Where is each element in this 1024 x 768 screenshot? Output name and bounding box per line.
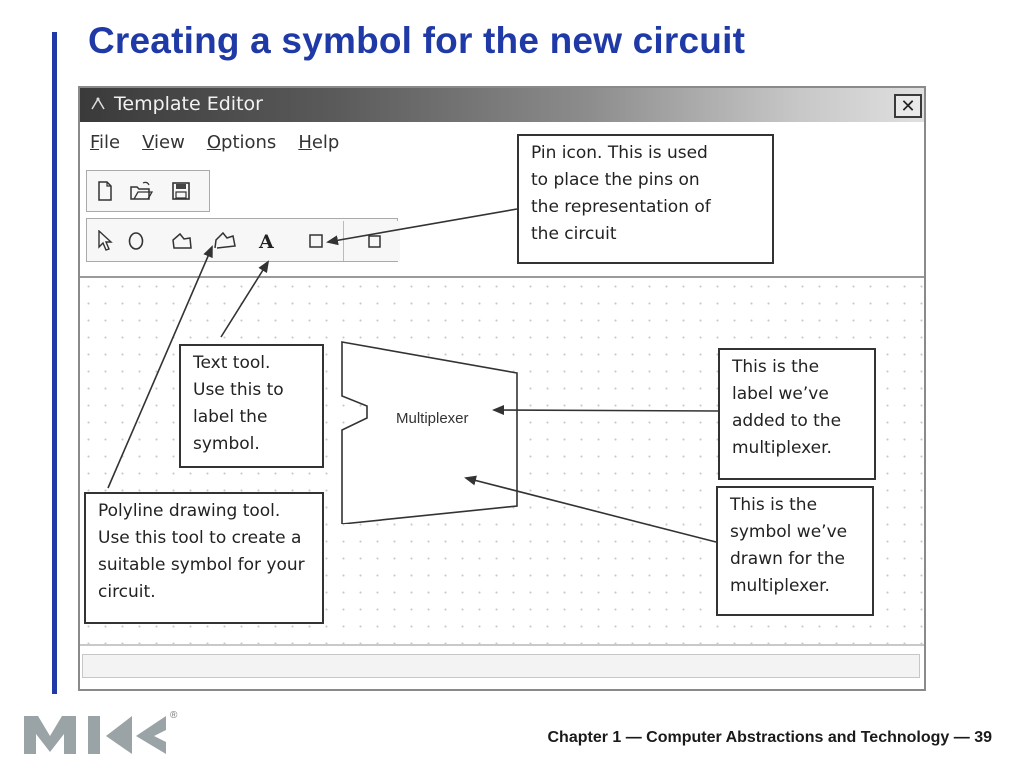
close-button[interactable]: ✕ <box>894 94 922 118</box>
select-arrow-icon[interactable] <box>97 230 113 252</box>
callout-text-tool: Text tool. Use this to label the symbol. <box>179 344 324 468</box>
callout-pin-line-1: Pin icon. This is used <box>531 143 708 163</box>
callout-symbol-line-2: symbol we’ve <box>730 522 848 542</box>
arrow-pin <box>326 208 518 246</box>
open-folder-icon[interactable] <box>129 181 153 201</box>
menu-help-label: elp <box>311 132 340 153</box>
menu-file-mnemonic: F <box>90 132 100 153</box>
app-icon <box>91 97 105 110</box>
menu-file-label: ile <box>99 132 121 153</box>
callout-pin-icon: Pin icon. This is used to place the pins… <box>517 134 774 264</box>
callout-polyline-line-4: circuit. <box>98 582 156 602</box>
arrow-label <box>492 405 719 416</box>
new-file-icon[interactable] <box>97 181 113 201</box>
window-titlebar[interactable]: Template Editor ✕ <box>80 88 924 122</box>
callout-polyline-line-2: Use this tool to create a <box>98 528 302 548</box>
menu-options-mnemonic: O <box>206 132 222 153</box>
callout-label: This is the label we’ve added to the mul… <box>718 348 876 480</box>
callout-label-line-4: multiplexer. <box>732 438 832 458</box>
slide-title: Creating a symbol for the new circuit <box>88 20 746 61</box>
close-icon: ✕ <box>900 95 916 117</box>
callout-polyline-tool: Polyline drawing tool. Use this tool to … <box>84 492 324 624</box>
footer-chapter-text: Chapter 1 — Computer Abstractions and Te… <box>547 729 992 746</box>
callout-pin-line-4: the circuit <box>531 224 617 244</box>
pin-tool-icon[interactable] <box>309 234 323 248</box>
menu-options-label: ptions <box>221 132 277 153</box>
callout-symbol-line-1: This is the <box>730 495 818 515</box>
callout-label-line-3: added to the <box>732 411 842 431</box>
registered-mark: ® <box>170 710 178 721</box>
arrow-symbol <box>464 475 717 543</box>
callout-symbol-line-4: multiplexer. <box>730 576 830 596</box>
menu-options[interactable]: Options <box>207 132 276 158</box>
status-bar <box>82 654 920 678</box>
ellipse-tool-icon[interactable] <box>127 231 145 251</box>
callout-label-line-1: This is the <box>732 357 820 377</box>
callout-polyline-line-3: suitable symbol for your <box>98 555 305 575</box>
callout-symbol: This is the symbol we’ve drawn for the m… <box>716 486 874 616</box>
title-accent-bar <box>52 32 57 694</box>
pin-preview-panel <box>343 221 400 261</box>
callout-polyline-line-1: Polyline drawing tool. <box>98 501 281 521</box>
callout-pin-line-2: to place the pins on <box>531 170 700 190</box>
window-title: Template Editor <box>114 93 263 115</box>
file-toolbar <box>86 170 210 212</box>
callout-pin-line-3: the representation of <box>531 197 711 217</box>
callout-symbol-line-3: drawn for the <box>730 549 845 569</box>
mk-publisher-logo: ® <box>24 710 178 754</box>
menu-file[interactable]: File <box>90 132 120 158</box>
menu-help-mnemonic: H <box>298 132 312 153</box>
polygon-tool-icon[interactable] <box>171 231 193 251</box>
callout-text-tool-line-3: label the <box>193 407 268 427</box>
menu-view-mnemonic: V <box>142 132 155 153</box>
pin-preview-icon <box>368 235 381 248</box>
save-disk-icon[interactable] <box>171 181 191 201</box>
menu-view[interactable]: View <box>142 132 185 158</box>
callout-label-line-2: label we’ve <box>732 384 829 404</box>
menu-bar: File View Options Help <box>90 132 361 158</box>
multiplexer-label[interactable]: Multiplexer <box>396 410 469 427</box>
arrow-polyline <box>107 245 213 489</box>
arrow-text-tool <box>220 260 270 338</box>
text-tool-icon[interactable]: A <box>259 231 274 253</box>
menu-help[interactable]: Help <box>298 132 339 158</box>
callout-text-tool-line-1: Text tool. <box>193 353 271 373</box>
callout-text-tool-line-2: Use this to <box>193 380 284 400</box>
callout-text-tool-line-4: symbol. <box>193 434 260 454</box>
polyline-tool-icon[interactable] <box>213 230 237 250</box>
menu-view-label: iew <box>154 132 185 153</box>
